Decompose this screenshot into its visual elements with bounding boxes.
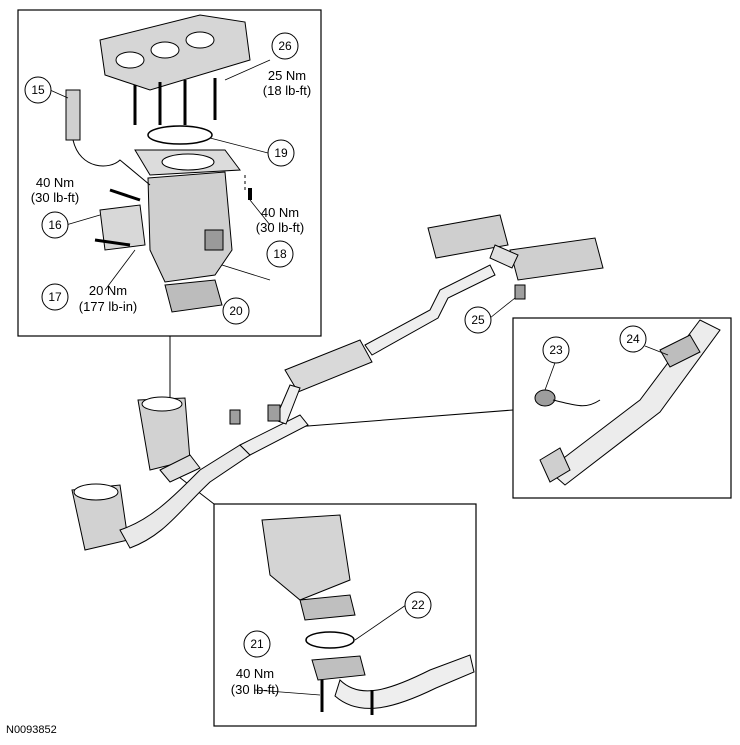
- resonator: [284, 339, 373, 393]
- svg-text:24: 24: [626, 332, 640, 346]
- bracket-bolt: [109, 188, 141, 202]
- isolator: [229, 409, 241, 425]
- torque-17-imperial: (177 lb-in): [79, 299, 138, 314]
- callout-26: 26: [271, 32, 299, 60]
- converter-outlet: [261, 514, 351, 601]
- torque-17-metric: 20 Nm: [89, 283, 127, 298]
- callout-24: 24: [619, 325, 647, 353]
- torque-26-metric: 25 Nm: [268, 68, 306, 83]
- clamp: [267, 404, 281, 422]
- torque-16-metric: 40 Nm: [36, 175, 74, 190]
- svg-text:22: 22: [411, 598, 425, 612]
- svg-text:18: 18: [273, 247, 287, 261]
- torque-16-imperial: (30 lb-ft): [31, 190, 79, 205]
- torque-18-metric: 40 Nm: [261, 205, 299, 220]
- torque-21-metric: 40 Nm: [236, 666, 274, 681]
- intermediate-pipe: [239, 414, 309, 456]
- callout-21: 21: [243, 630, 271, 658]
- flange-joint-view: [261, 514, 475, 715]
- resonator-inlet-pipe: [274, 384, 301, 425]
- lower-flange: [311, 655, 366, 681]
- callout-19: 19: [267, 139, 295, 167]
- callout-17: 17: [41, 283, 69, 311]
- exhaust-port: [150, 41, 180, 59]
- manifold-exploded-view: [65, 14, 252, 313]
- callout-leaders-manifold: [49, 59, 271, 291]
- svg-text:21: 21: [250, 637, 264, 651]
- svg-text:16: 16: [48, 218, 62, 232]
- oxygen-sensor: [65, 89, 81, 141]
- svg-text:26: 26: [278, 39, 292, 53]
- svg-text:19: 19: [274, 146, 288, 160]
- torque-26-imperial: (18 lb-ft): [263, 83, 311, 98]
- hanger: [514, 284, 526, 300]
- torque-18-imperial: (30 lb-ft): [256, 220, 304, 235]
- converter-outlet-flange: [164, 279, 223, 313]
- callout-20: 20: [222, 297, 250, 325]
- reference-code: N0093852: [6, 724, 57, 736]
- exhaust-port: [185, 31, 215, 49]
- svg-text:25: 25: [471, 313, 485, 327]
- callout-23: 23: [542, 336, 570, 364]
- muffler-crossover: [489, 244, 519, 269]
- callout-16: 16: [41, 211, 69, 239]
- front-converter-inlet: [141, 396, 183, 412]
- right-muffler: [509, 237, 604, 281]
- callout-15: 15: [24, 76, 52, 104]
- svg-text:17: 17: [48, 290, 62, 304]
- callout-25: 25: [464, 297, 516, 334]
- manifold-outlet: [161, 153, 215, 171]
- flange-gasket: [305, 631, 355, 649]
- downstream-pipe: [334, 654, 475, 709]
- isolator-hanger-rod: [552, 399, 601, 407]
- rear-converter-inlet: [73, 483, 119, 501]
- over-axle-pipe: [364, 264, 496, 356]
- torque-21-imperial: (30 lb-ft): [231, 682, 279, 697]
- callout-leaders-rear: [544, 345, 669, 391]
- catalytic-converter-body: [147, 171, 233, 283]
- svg-text:23: 23: [549, 343, 563, 357]
- main-exhaust-assembly: [71, 214, 604, 551]
- exhaust-port: [115, 51, 145, 69]
- oxygen-sensor-wire: [72, 139, 151, 186]
- callout-18: 18: [266, 240, 294, 268]
- pipe-clamp-band: [659, 334, 701, 368]
- bracket-bolt: [94, 238, 131, 247]
- y-pipe-front-branch: [159, 454, 201, 483]
- svg-text:20: 20: [229, 304, 243, 318]
- support-bracket: [99, 204, 146, 251]
- svg-text:15: 15: [31, 83, 45, 97]
- leader-line-rear: [281, 409, 514, 429]
- rubber-isolator: [534, 389, 556, 407]
- pipe-flare-end: [539, 447, 571, 483]
- heat-shield-detail: [204, 229, 224, 251]
- rear-connection-view: [534, 319, 721, 486]
- upper-flange: [299, 594, 356, 621]
- manifold-gasket: [147, 125, 213, 145]
- callout-22: 22: [404, 591, 432, 619]
- left-muffler: [427, 214, 509, 259]
- callout-leaders-flange: [254, 604, 407, 696]
